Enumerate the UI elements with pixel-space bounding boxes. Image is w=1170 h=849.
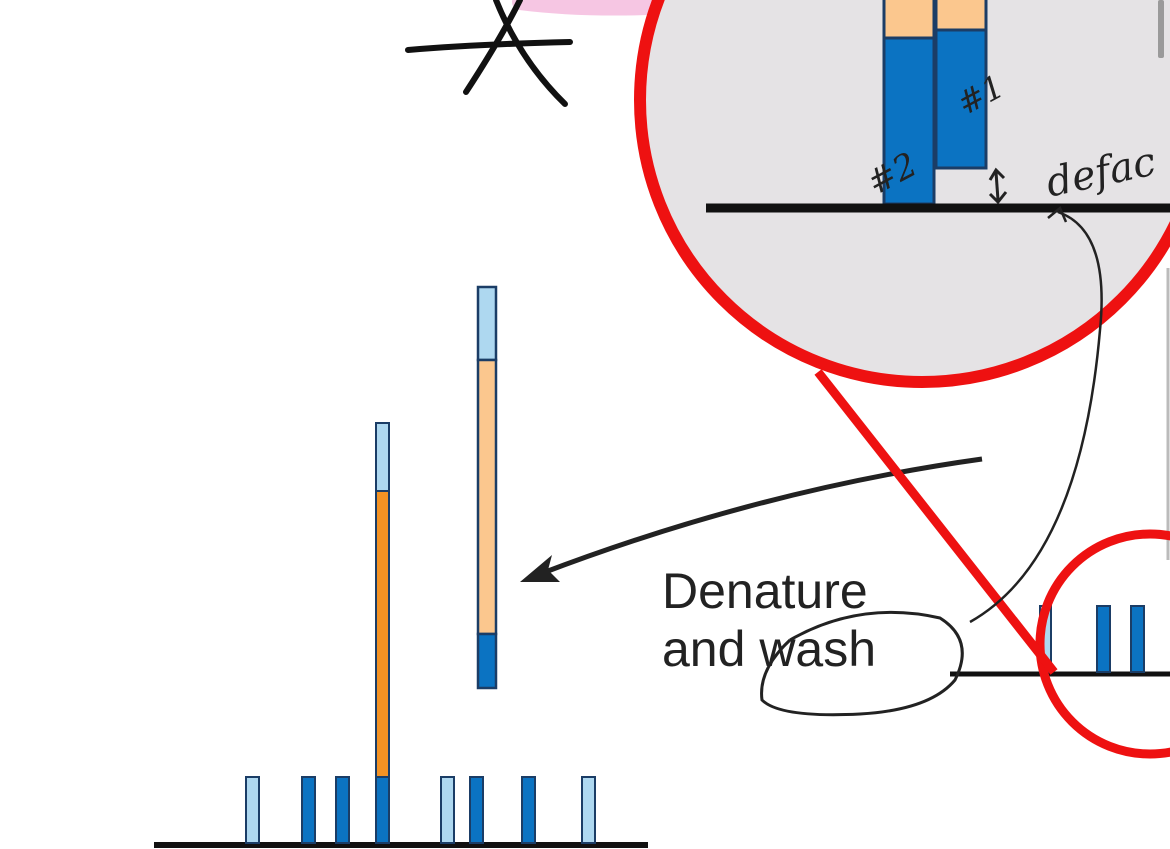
probe-dark-3 <box>469 776 484 844</box>
detached-strand <box>476 285 498 690</box>
step-label-line2: and wash <box>662 621 877 677</box>
scroll-handle[interactable] <box>1158 0 1164 58</box>
probe-light-1 <box>245 776 260 844</box>
probe-dark-4 <box>521 776 536 844</box>
small-zoom-circle <box>1035 529 1170 759</box>
probe-light-3 <box>581 776 596 844</box>
right-probe-dark-2 <box>1130 605 1145 673</box>
zoom-strand-2 <box>882 0 936 206</box>
probe-dark-1 <box>301 776 316 844</box>
denature-arrow <box>520 456 983 582</box>
annotation-curve <box>969 210 1103 624</box>
hybridized-strand <box>375 422 390 844</box>
annotation-arrowhead <box>1047 205 1068 223</box>
right-probe-dark-1 <box>1096 605 1111 673</box>
wash-circle-mark <box>760 610 964 717</box>
probe-light-2 <box>440 776 455 844</box>
star-mark-icon <box>405 0 573 107</box>
zoom-connector <box>814 369 1058 675</box>
zoom-strand-1 <box>934 0 988 170</box>
gap-marker-icon <box>988 167 1008 205</box>
probe-dark-2 <box>335 776 350 844</box>
step-label-line1: Denature <box>662 563 868 619</box>
